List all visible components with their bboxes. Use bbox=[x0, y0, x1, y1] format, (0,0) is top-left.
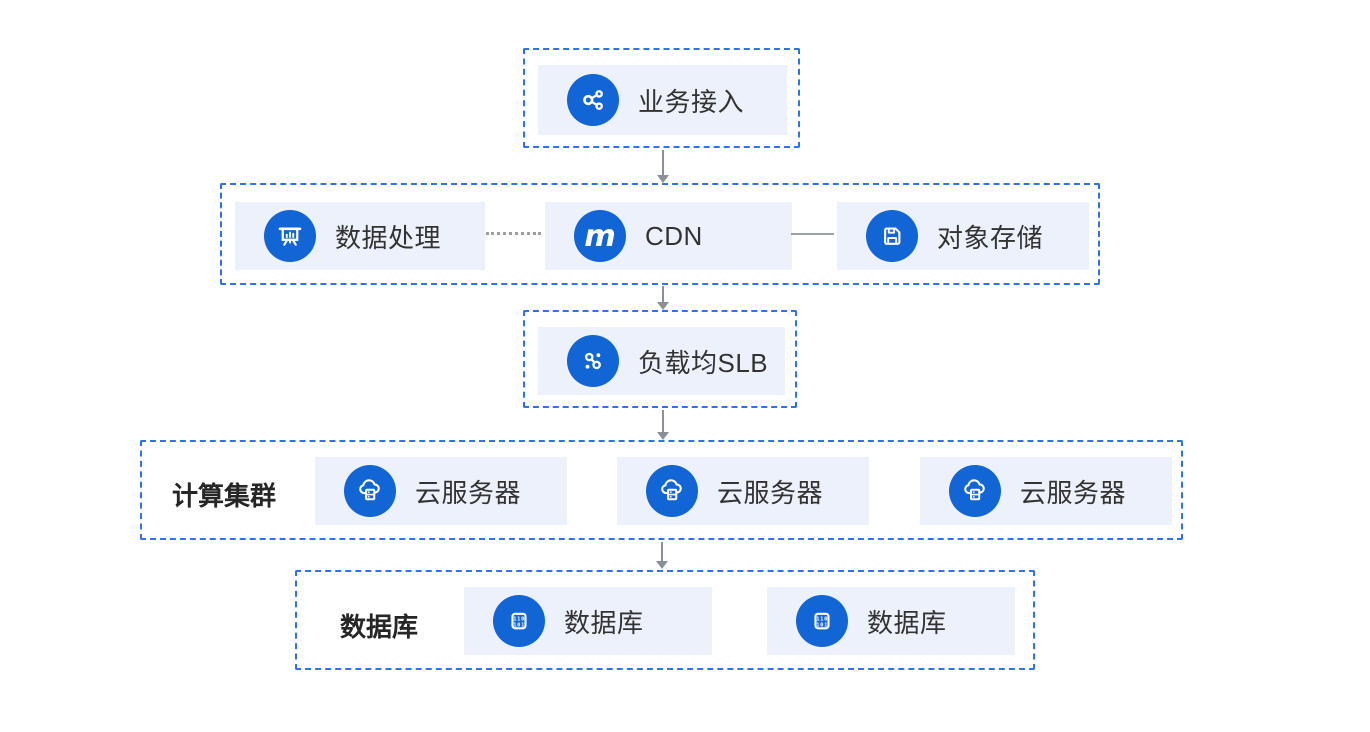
arrow-compute-to-database bbox=[661, 542, 663, 562]
arrow-slb-to-compute bbox=[662, 410, 664, 433]
node-access-label: 业务接入 bbox=[638, 86, 745, 117]
connector-cdn-objectstorage bbox=[791, 233, 834, 235]
cdn-tier-group: 数据处理 m CDN 对象存储 bbox=[220, 183, 1100, 285]
node-object-storage-label: 对象存储 bbox=[937, 222, 1044, 253]
node-cloud-server-3: 云服务器 bbox=[920, 457, 1172, 525]
connector-dataprocessing-cdn bbox=[486, 232, 541, 235]
svg-text:110: 110 bbox=[513, 617, 525, 623]
compute-cluster-group: 计算集群 云服务器 bbox=[140, 440, 1183, 540]
node-access: 业务接入 bbox=[538, 65, 787, 135]
node-cloud-server-1-label: 云服务器 bbox=[415, 477, 522, 508]
svg-text:m: m bbox=[584, 219, 616, 254]
cloud-server-icon bbox=[344, 465, 396, 517]
presentation-chart-icon bbox=[264, 210, 316, 262]
database-icon: 110 101 bbox=[493, 595, 545, 647]
cloud-server-icon bbox=[646, 465, 698, 517]
arrow-access-to-cdn-tier bbox=[662, 150, 664, 176]
database-cluster-group: 数据库 110 101 数据库 110 101 数据库 bbox=[295, 570, 1035, 670]
node-cdn: m CDN bbox=[545, 202, 792, 270]
floppy-disk-icon bbox=[866, 210, 918, 262]
node-cdn-label: CDN bbox=[645, 220, 703, 251]
arrow-cdn-tier-to-slb bbox=[662, 286, 664, 303]
cloud-server-icon bbox=[949, 465, 1001, 517]
node-database-1: 110 101 数据库 bbox=[464, 587, 712, 655]
node-slb-label: 负载均SLB bbox=[638, 347, 769, 378]
database-cluster-label: 数据库 bbox=[340, 612, 419, 642]
node-cloud-server-2: 云服务器 bbox=[617, 457, 869, 525]
svg-text:110: 110 bbox=[816, 617, 828, 623]
database-icon: 110 101 bbox=[796, 595, 848, 647]
node-cloud-server-1: 云服务器 bbox=[315, 457, 567, 525]
load-balancer-icon bbox=[567, 335, 619, 387]
node-cloud-server-3-label: 云服务器 bbox=[1020, 477, 1127, 508]
node-data-processing-label: 数据处理 bbox=[335, 222, 442, 253]
node-database-2: 110 101 数据库 bbox=[767, 587, 1015, 655]
node-database-2-label: 数据库 bbox=[867, 607, 947, 638]
node-object-storage: 对象存储 bbox=[837, 202, 1089, 270]
node-cloud-server-2-label: 云服务器 bbox=[717, 477, 824, 508]
access-group: 业务接入 bbox=[523, 48, 800, 148]
m-logo-icon: m bbox=[574, 210, 626, 262]
compute-cluster-label: 计算集群 bbox=[172, 481, 277, 511]
node-data-processing: 数据处理 bbox=[235, 202, 485, 270]
slb-group: 负载均SLB bbox=[523, 310, 797, 408]
share-icon bbox=[567, 74, 619, 126]
svg-text:101: 101 bbox=[513, 622, 525, 628]
node-slb: 负载均SLB bbox=[538, 327, 785, 395]
node-database-1-label: 数据库 bbox=[564, 607, 644, 638]
svg-text:101: 101 bbox=[816, 622, 828, 628]
